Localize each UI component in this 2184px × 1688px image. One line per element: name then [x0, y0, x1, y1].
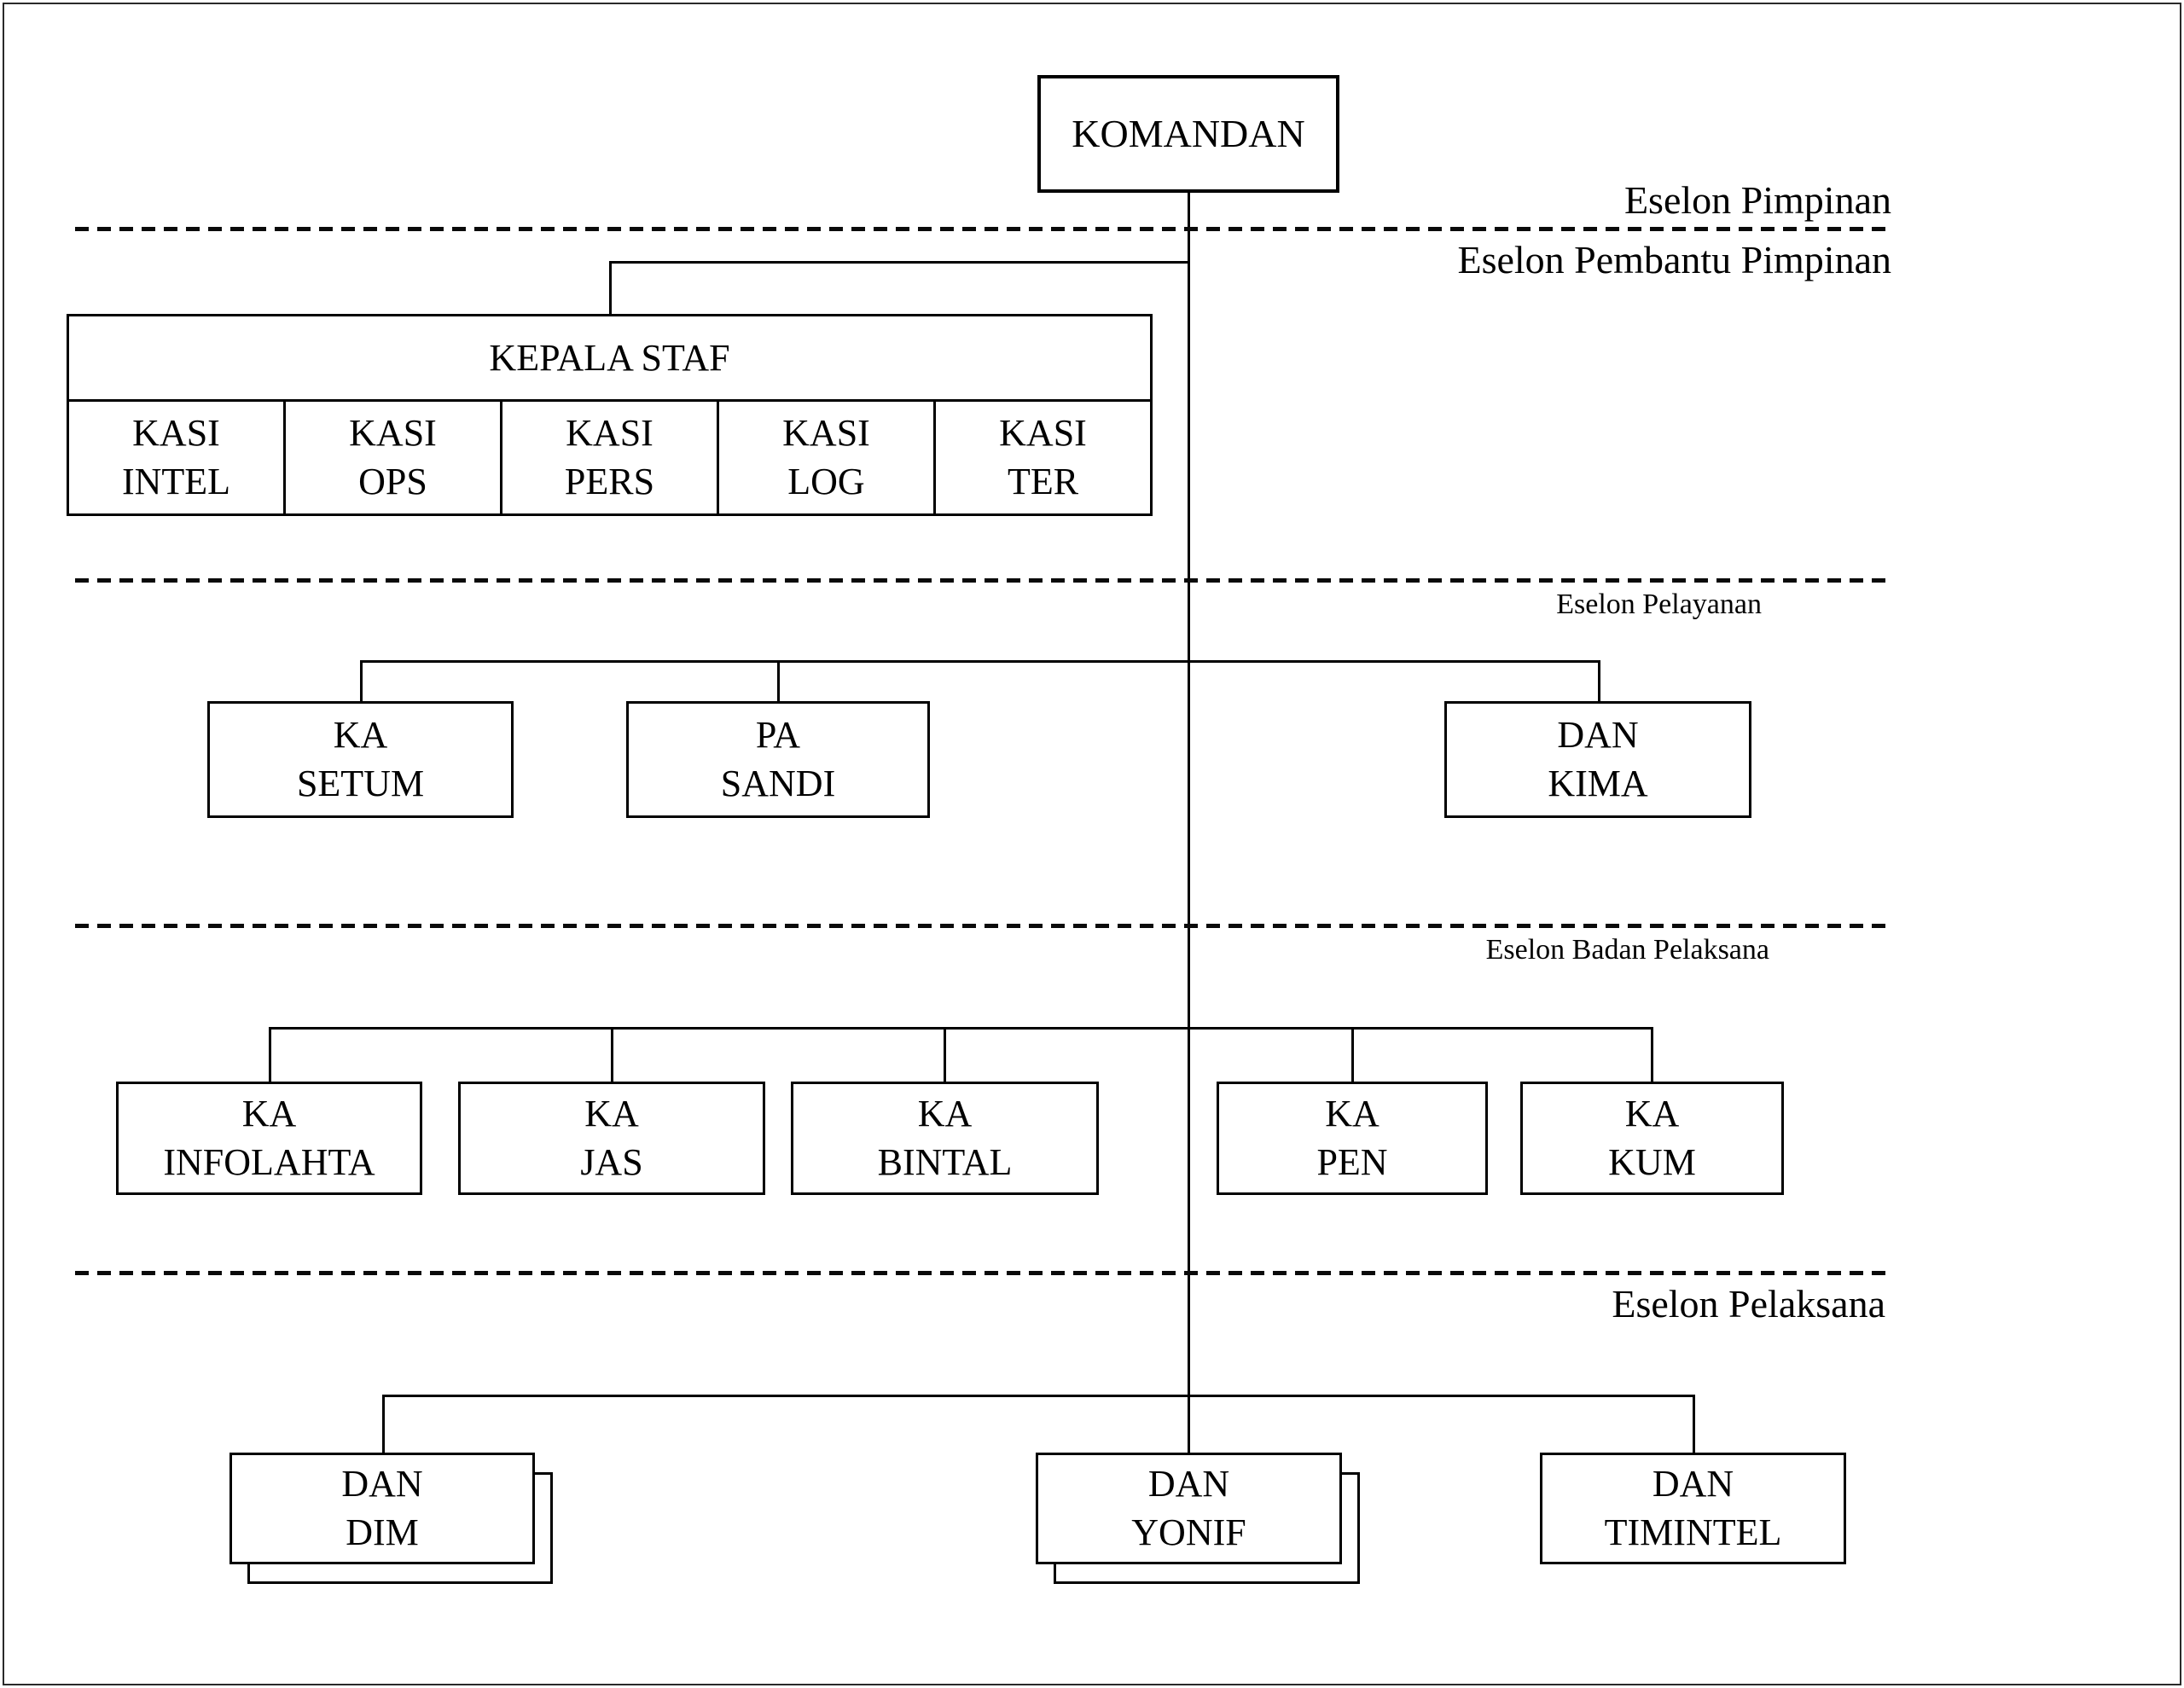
node-kasi-intel: KASI INTEL	[69, 402, 286, 513]
main-command-line	[1188, 191, 1190, 1454]
node-ka-pen: KA PEN	[1217, 1082, 1488, 1195]
node-kasi-ops: KASI OPS	[286, 402, 502, 513]
divider-eselon-badan-pelaksana	[75, 924, 1885, 928]
divider-eselon-pelayanan	[75, 578, 1885, 583]
node-dan-timintel: DAN TIMINTEL	[1540, 1453, 1846, 1564]
node-komandan: KOMANDAN	[1037, 75, 1339, 193]
label-eselon-pembantu-pimpinan: Eselon Pembantu Pimpinan	[1457, 238, 1891, 281]
node-kasi-ter: KASI TER	[999, 412, 1087, 502]
connector-ka-jas-stub	[611, 1027, 613, 1083]
node-kasi-log: KASI LOG	[719, 402, 936, 513]
node-dan-dim: DAN DIM	[229, 1453, 535, 1564]
divider-eselon-pimpinan	[75, 227, 1885, 231]
connector-dan-kima-stub	[1598, 660, 1600, 703]
node-dan-kima: DAN KIMA	[1444, 701, 1751, 818]
label-eselon-badan-pelaksana: Eselon Badan Pelaksana	[1485, 934, 1769, 966]
divider-eselon-pelaksana	[75, 1271, 1885, 1275]
node-kepala-staf: KEPALA STAF KASI INTEL KASI OPS KASI PER…	[67, 314, 1153, 516]
connector-pelaksana-horizontal	[382, 1395, 1695, 1397]
node-ka-bintal: KA BINTAL	[791, 1082, 1099, 1195]
connector-ka-kum-stub	[1651, 1027, 1653, 1083]
node-ka-infolahta: KA INFOLAHTA	[116, 1082, 422, 1195]
connector-dan-timintel-stub	[1693, 1395, 1695, 1454]
node-ka-setum: KA SETUM	[207, 701, 514, 818]
connector-pa-sandi-stub	[777, 660, 780, 703]
connector-kepala-staf-stub	[609, 261, 612, 316]
kepala-staf-header: KEPALA STAF	[69, 316, 1150, 402]
connector-badan-pelaksana-horizontal	[269, 1027, 1653, 1030]
label-eselon-pimpinan: Eselon Pimpinan	[1623, 178, 1891, 222]
connector-ka-setum-stub	[360, 660, 363, 703]
node-pa-sandi: PA SANDI	[626, 701, 930, 818]
connector-ka-infolahta-stub	[269, 1027, 271, 1083]
connector-kepala-staf-horizontal	[609, 261, 1190, 264]
node-ka-kum: KA KUM	[1520, 1082, 1784, 1195]
connector-dan-dim-stub	[382, 1395, 385, 1454]
label-eselon-pelayanan: Eselon Pelayanan	[1556, 589, 1762, 620]
node-kasi-pers: KASI PERS	[502, 402, 719, 513]
node-dan-yonif: DAN YONIF	[1036, 1453, 1342, 1564]
connector-ka-bintal-stub	[944, 1027, 946, 1083]
connector-ka-pen-stub	[1351, 1027, 1354, 1083]
label-eselon-pelaksana: Eselon Pelaksana	[1612, 1282, 1885, 1325]
kepala-staf-sections: KASI INTEL KASI OPS KASI PERS KASI LOG K…	[69, 402, 1150, 513]
connector-pelayanan-horizontal	[360, 660, 1600, 663]
node-ka-jas: KA JAS	[458, 1082, 765, 1195]
